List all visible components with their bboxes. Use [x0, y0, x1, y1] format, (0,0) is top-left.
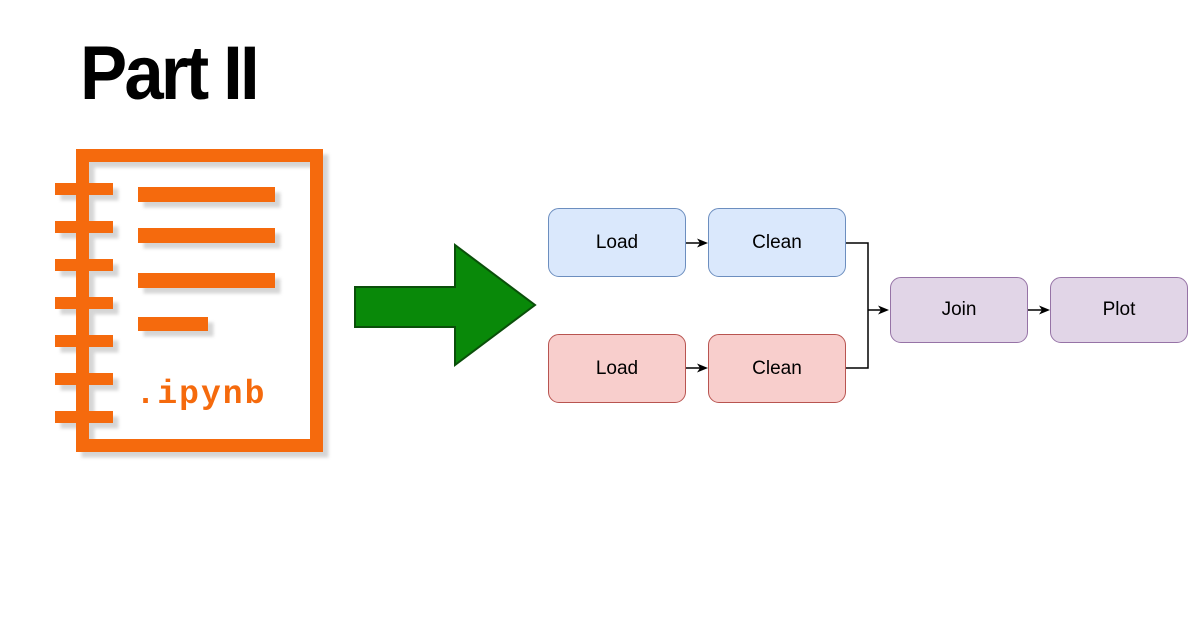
flow-node-load-top: Load	[548, 208, 686, 277]
green-transform-arrow	[354, 243, 537, 367]
page-title: Part II	[80, 31, 260, 116]
flow-node-load-bottom: Load	[548, 334, 686, 403]
flow-node-label: Clean	[752, 357, 802, 379]
flow-node-join: Join	[890, 277, 1028, 343]
flow-node-label: Clean	[752, 231, 802, 253]
connector-merge	[846, 242, 869, 369]
arrowhead-clean-top	[697, 238, 708, 248]
arrowhead-join	[878, 305, 889, 315]
flow-node-clean-top: Clean	[708, 208, 846, 277]
flow-node-label: Load	[595, 231, 639, 253]
ipynb-file-extension-label: .ipynb	[135, 376, 267, 413]
flow-node-label: Plot	[1102, 299, 1136, 320]
arrowhead-clean-bottom	[697, 363, 708, 373]
arrowhead-plot	[1039, 305, 1050, 315]
flow-node-label: Join	[941, 299, 977, 320]
flow-connectors	[686, 238, 1050, 373]
flow-node-clean-bottom: Clean	[708, 334, 846, 403]
flow-node-label: Load	[595, 357, 639, 379]
flow-node-plot: Plot	[1050, 277, 1188, 343]
